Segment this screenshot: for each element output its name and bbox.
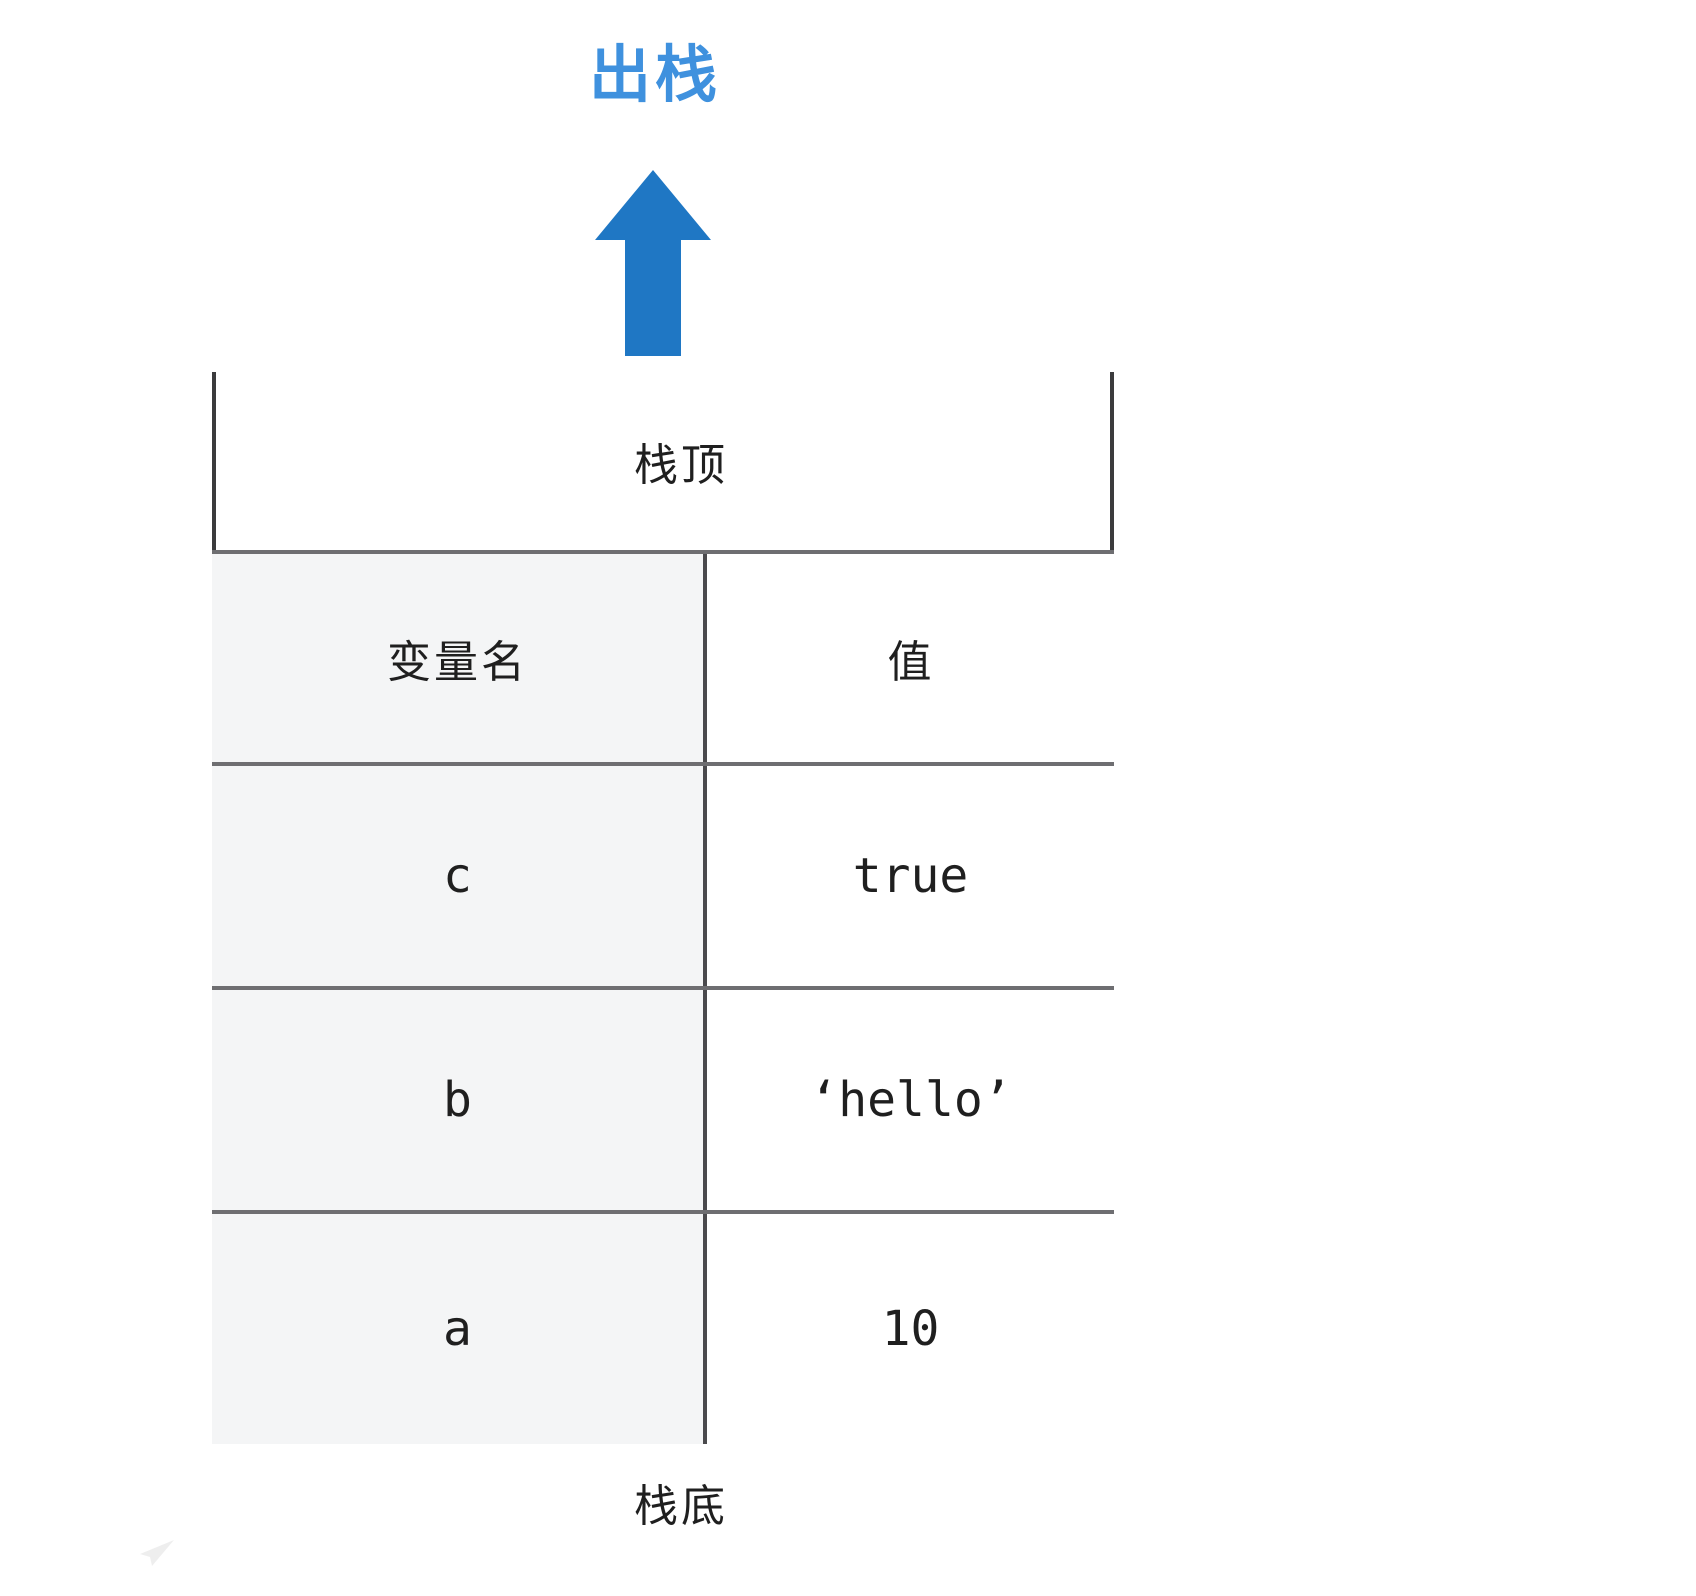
row-variable-name: b	[212, 990, 707, 1210]
row-variable-name: c	[212, 766, 707, 986]
stack-container: 栈顶 变量名 值 c true b ‘hello’ a 10	[212, 372, 1114, 1444]
table-header-row: 变量名 值	[212, 550, 1114, 762]
row-variable-value: ‘hello’	[707, 990, 1114, 1210]
row-variable-value: 10	[707, 1214, 1114, 1444]
stack-table: 变量名 值 c true b ‘hello’ a 10	[212, 550, 1114, 1444]
header-cell-value: 值	[707, 554, 1114, 762]
stack-bottom-label: 栈底	[634, 1482, 728, 1531]
paper-plane-icon	[140, 1540, 174, 1566]
table-row: b ‘hello’	[212, 986, 1114, 1210]
row-variable-value: true	[707, 766, 1114, 986]
pop-title: 出栈	[588, 41, 721, 110]
up-arrow-icon	[595, 168, 715, 356]
table-row: a 10	[212, 1210, 1114, 1444]
header-cell-variable-name: 变量名	[212, 554, 707, 762]
stack-top-label-area: 栈顶	[212, 372, 1114, 550]
row-variable-name: a	[212, 1214, 707, 1444]
table-row: c true	[212, 762, 1114, 986]
stack-top-label: 栈顶	[634, 441, 728, 490]
